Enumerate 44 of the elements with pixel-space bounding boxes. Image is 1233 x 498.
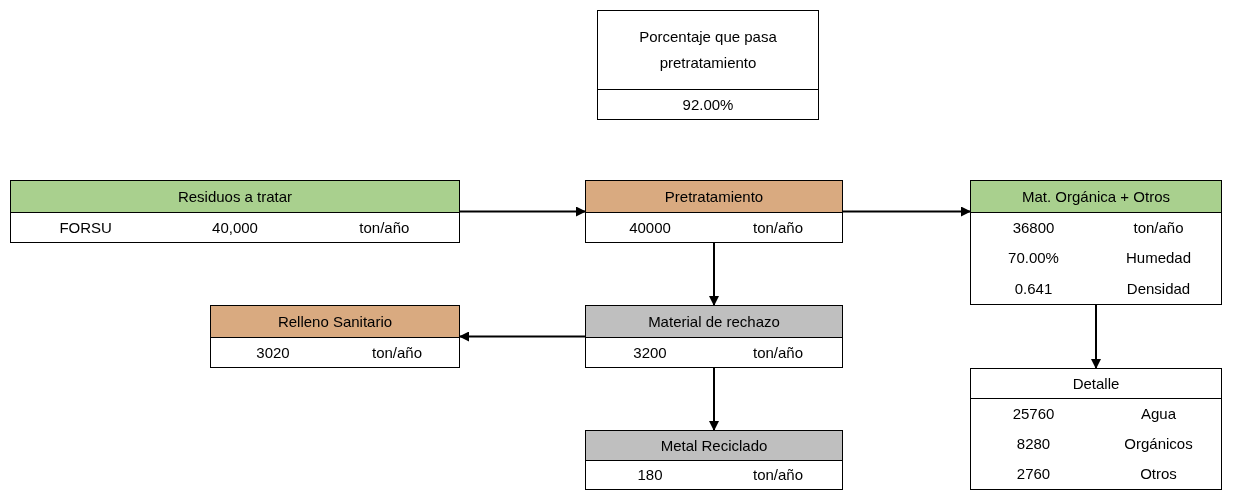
header-bar: Metal Reciclado [586, 431, 842, 461]
table-box [585, 180, 843, 243]
cell-text: ton/año [1132, 218, 1185, 239]
cell-text: 2760 [1015, 464, 1052, 484]
cell-text: 70.00% [1007, 248, 1060, 269]
cell-text: 36800 [1011, 218, 1056, 239]
table-box [970, 180, 1222, 305]
cell-text: Humedad [1124, 248, 1192, 269]
header-bar: Mat. Orgánica + Otros [971, 181, 1221, 213]
cell-text: ton/año [751, 342, 804, 363]
cell-text: Orgánicos [1123, 434, 1194, 454]
header-bar: Pretratamiento [586, 181, 842, 213]
table-box [597, 10, 819, 120]
table-box [585, 430, 843, 490]
cell-text: 40000 [628, 217, 672, 238]
cell-text: 3200 [632, 342, 668, 363]
arrow [1091, 304, 1101, 369]
cell-text: ton/año [751, 217, 804, 238]
cell-text: 40,000 [211, 217, 259, 238]
header-bar: Residuos a tratar [11, 181, 459, 213]
cell-text: 25760 [1011, 404, 1056, 424]
cell-text: 92.00% [681, 94, 735, 115]
table-box [10, 180, 460, 243]
cell-text: ton/año [751, 465, 804, 485]
cell-text: ton/año [370, 342, 423, 363]
cell-text: Agua [1139, 404, 1177, 424]
cell-text: ton/año [358, 217, 411, 238]
arrow [459, 206, 586, 217]
table-box [210, 305, 460, 368]
arrow [709, 242, 719, 306]
table-box [585, 305, 843, 368]
cell-text: 180 [636, 465, 664, 485]
cell-text: 8280 [1015, 434, 1052, 454]
arrow [459, 331, 586, 342]
header-bar: Relleno Sanitario [211, 306, 459, 338]
cell-text: 3020 [255, 342, 291, 363]
arrow [709, 367, 719, 431]
table-box [970, 368, 1222, 490]
cell-text: Otros [1139, 464, 1178, 484]
arrow [842, 206, 971, 217]
cell-text: FORSU [58, 217, 113, 238]
cell-text: Densidad [1125, 278, 1192, 299]
cell-text: 0.641 [1013, 278, 1054, 299]
header-bar: Material de rechazo [586, 306, 842, 338]
